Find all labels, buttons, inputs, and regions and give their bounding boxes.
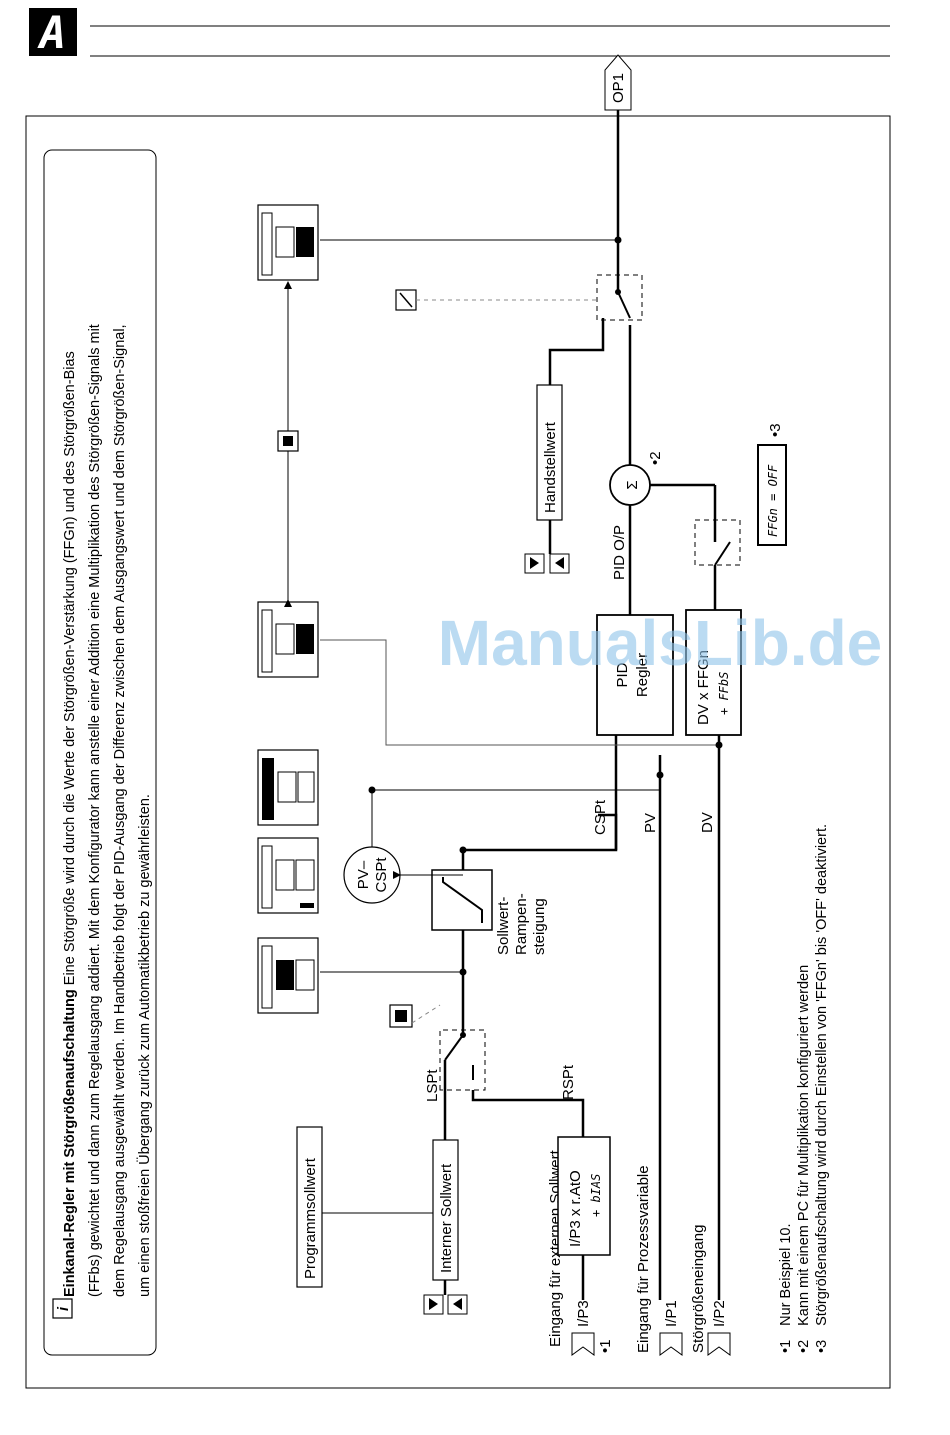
interner-sollwert-label: Interner Sollwert	[438, 1163, 455, 1273]
summation-output: Σ •2 FFGn = OFF •3 OP1	[320, 54, 787, 546]
rspt-label: RSPt	[560, 1064, 577, 1100]
feedforward-block: DV x FFGn + FFbS	[685, 485, 742, 736]
programmsollwert-label: Programmsollwert	[302, 1157, 319, 1279]
dv-node	[715, 741, 723, 749]
pv-cspt-node	[343, 846, 401, 904]
setpoint-selector	[320, 930, 486, 1091]
rotated-content: i Einkanal-Regler mit Störgrößenaufschal…	[43, 54, 883, 1356]
pid-label-2: Regler	[634, 653, 651, 697]
ramp-label-3: steigung	[531, 898, 548, 955]
pv-cspt-label-1: PV–	[355, 860, 372, 889]
programmsollwert-block	[296, 1126, 323, 1288]
ramp-symbol	[442, 877, 483, 923]
lspt-label: LSPt	[424, 1069, 441, 1102]
note-line-1: Einkanal-Regler mit Störgrößenaufschaltu…	[62, 351, 78, 1297]
footnote-2: •2Kann mit einem PC für Multiplikation k…	[796, 965, 812, 1353]
manual-value: Handstellwert	[395, 289, 605, 574]
down-arrow-icon	[453, 1298, 462, 1310]
display-panel-op	[257, 204, 319, 281]
info-icon-glyph: i	[56, 1306, 72, 1311]
footnotes: •1Nur Beispiel 10. •2Kann mit einem PC f…	[778, 824, 830, 1353]
ip1-connector	[659, 1332, 683, 1356]
ff-formula-line1: DV x FFGn	[695, 650, 712, 725]
footnote-mark-3: •3	[767, 423, 784, 437]
op1-label: OP1	[610, 73, 627, 103]
ip2-connector	[707, 1332, 731, 1356]
section-badge-letter: A	[37, 8, 67, 59]
stoer-eingang-label: Störgrößeneingang	[690, 1225, 707, 1353]
ip3-connector	[571, 1332, 595, 1356]
cspt-label: CSPt	[592, 799, 609, 835]
info-note: i Einkanal-Regler mit Störgrößenaufschal…	[43, 149, 157, 1356]
input-ip3: I/P3 Eingang für externen Sollwert •1 I/…	[471, 1064, 614, 1356]
footnote-3: •3Störgrößenaufschaltung wird durch Eins…	[814, 824, 830, 1353]
dv-display-link	[320, 639, 719, 746]
display-panel-pv	[257, 749, 319, 826]
sp-switch-box	[439, 1029, 486, 1091]
ff-formula-line2: + FFbS	[717, 672, 731, 715]
pid-block: PID Regler PID O/P	[320, 485, 723, 779]
up-arrow-icon	[429, 1298, 438, 1310]
ip3-label: I/P3	[575, 1300, 592, 1327]
dev-node	[368, 786, 376, 794]
ramp-block: Sollwert- Rampen- steigung	[431, 813, 618, 955]
footnote-1: •1Nur Beispiel 10.	[778, 1224, 794, 1354]
section-badge	[29, 8, 77, 56]
sp-switch-arm	[444, 1034, 464, 1061]
footnote-mark-1: •1	[597, 1339, 614, 1353]
ip3-formula-line2: + bIAS	[589, 1174, 603, 1217]
internal-setpoint: Interner Sollwert Programmsollwert LSPt	[296, 1060, 468, 1315]
note-line-2: (FFbs) gewichtet und dann zum Regelausga…	[87, 324, 103, 1297]
sp-switch-control-link	[411, 1004, 441, 1024]
ff-switch-box	[694, 519, 741, 566]
op1-connector	[604, 54, 632, 111]
input-ip1: I/P1 Eingang für Prozessvariable PV	[635, 755, 683, 1356]
rspt-line	[471, 1090, 585, 1137]
auto-man-icon-glyph	[399, 292, 413, 308]
content-frame	[25, 115, 891, 1389]
ramp-label-2: Rampen-	[513, 893, 530, 955]
display-panel-dv	[257, 601, 319, 678]
input-ip2: I/P2 Störgrößeneingang DV	[690, 735, 731, 1356]
sum-symbol: Σ	[624, 480, 641, 489]
handstellwert-label: Handstellwert	[542, 421, 559, 513]
ramp-out-node	[459, 846, 467, 854]
display-panel-sp	[257, 937, 319, 1014]
display-panel-dev	[257, 837, 319, 914]
ff-switch-arm	[714, 541, 731, 566]
scroll-key-icon-inner	[283, 436, 293, 446]
ip3-formula-line1: I/P3 x r.AtO	[567, 1170, 584, 1247]
ip1-label: I/P1	[663, 1300, 680, 1327]
ff-box	[685, 609, 742, 736]
ramp-label-1: Sollwert-	[495, 897, 512, 955]
pv-label: PV	[642, 813, 659, 833]
ip2-label: I/P2	[711, 1300, 728, 1327]
dv-label: DV	[699, 812, 716, 833]
remote-local-icon-inner	[395, 1010, 407, 1022]
man-up-arrow-icon	[530, 557, 539, 569]
ffgn-off-label: FFGn = OFF	[766, 464, 780, 537]
pv-cspt-label-2: CSPt	[373, 857, 390, 893]
cspt-chain: CSPt PV– CSPt	[343, 615, 660, 904]
pid-op-label: PID O/P	[611, 525, 628, 580]
pid-label-1: PID	[614, 662, 631, 687]
note-line-3: dem Regelausgang ausgewählt werden. Im H…	[112, 324, 128, 1297]
pv-node	[656, 771, 664, 779]
man-to-switch-line	[548, 318, 605, 385]
pid-box	[596, 614, 674, 736]
ffgn-off-box	[757, 444, 787, 546]
header: A	[29, 8, 890, 59]
display-panels	[257, 204, 319, 1014]
note-frame	[43, 149, 157, 1356]
man-switch-arm	[617, 291, 631, 319]
man-switch-box	[596, 274, 643, 321]
man-down-arrow-icon	[555, 557, 564, 569]
watermark: ManualsLib.de	[438, 607, 883, 679]
info-icon	[52, 1298, 73, 1319]
footnote-mark-2: •2	[647, 451, 664, 465]
eingang-pv-label: Eingang für Prozessvariable	[635, 1165, 652, 1353]
note-line-4: um einen stoßfreien Übergang zurück zum …	[135, 794, 153, 1297]
